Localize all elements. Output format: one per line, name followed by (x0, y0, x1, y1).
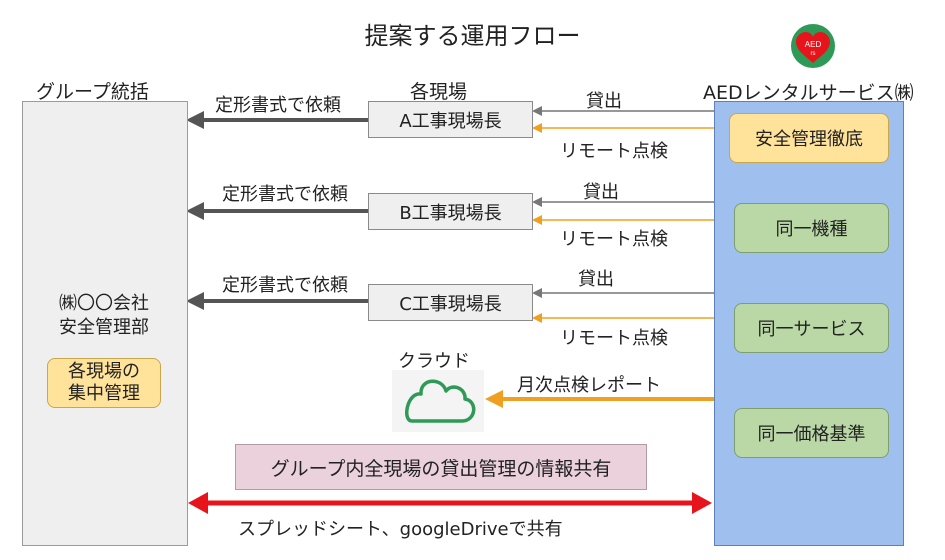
report-arrow (485, 390, 714, 408)
site-box-b: B工事現場長 (368, 193, 533, 230)
cloud-icon (392, 370, 484, 432)
lend-label-c: 貸出 (578, 269, 614, 290)
service-item-model: 同一機種 (734, 203, 889, 253)
cloud-label: クラウド (398, 351, 470, 372)
aed-logo-icon: AED rs (791, 24, 835, 68)
monthly-report-label: 月次点検レポート (517, 375, 661, 396)
company-name: ㈱〇〇会社 (59, 293, 149, 314)
inspect-label-b: リモート点検 (560, 229, 668, 250)
share-double-arrow (188, 492, 712, 514)
share-method-label: スプレッドシート、googleDriveで共有 (238, 519, 563, 540)
inspect-arrow-a (532, 123, 714, 133)
info-share-box: グループ内全現場の貸出管理の情報共有 (235, 444, 647, 490)
central-line-2: 集中管理 (68, 383, 140, 404)
inspect-label-c: リモート点検 (560, 328, 668, 349)
central-management-box: 各現場の 集中管理 (47, 358, 161, 408)
request-label-c: 定形書式で依頼 (222, 275, 348, 296)
lend-arrow-b (532, 197, 714, 207)
central-line-1: 各現場の (68, 361, 140, 382)
company-department: 安全管理部 (59, 317, 149, 338)
lend-label-a: 貸出 (586, 91, 622, 112)
request-label-b: 定形書式で依頼 (222, 184, 348, 205)
service-item-safety: 安全管理徹底 (729, 113, 889, 163)
site-box-c: C工事現場長 (368, 284, 533, 321)
group-panel (22, 101, 188, 546)
request-label-a: 定形書式で依頼 (215, 95, 341, 116)
sites-header: 各現場 (410, 81, 468, 103)
inspect-arrow-c (532, 313, 714, 323)
group-header: グループ統括 (36, 81, 149, 103)
page-title: 提案する運用フロー (364, 22, 581, 50)
company-label: ㈱〇〇会社 安全管理部 (22, 292, 186, 340)
request-arrow-c (186, 292, 368, 310)
lend-arrow-a (532, 106, 714, 116)
request-arrow-a (186, 111, 368, 129)
logo-text: AED (805, 40, 822, 49)
lend-arrow-c (532, 288, 714, 298)
site-box-a: A工事現場長 (368, 101, 533, 138)
inspect-arrow-b (532, 215, 714, 225)
inspect-label-a: リモート点検 (560, 141, 668, 162)
service-item-price: 同一価格基準 (734, 408, 889, 458)
request-arrow-b (186, 202, 368, 220)
service-header: AEDレンタルサービス㈱ (703, 82, 914, 104)
lend-label-b: 貸出 (583, 182, 619, 203)
service-item-service: 同一サービス (734, 303, 889, 353)
logo-subtext: rs (811, 51, 816, 57)
